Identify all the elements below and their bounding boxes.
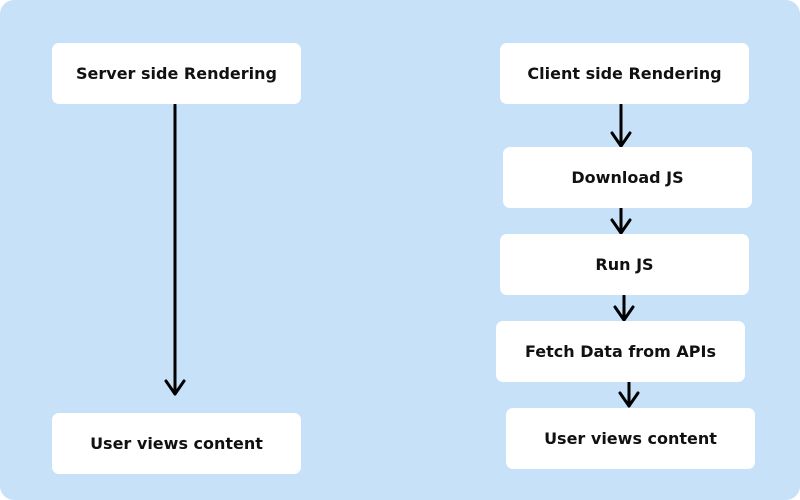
node-client-side-rendering: Client side Rendering xyxy=(500,43,749,104)
node-server-side-rendering: Server side Rendering xyxy=(52,43,301,104)
arrow-csr-to-download-js xyxy=(610,103,632,148)
node-label: User views content xyxy=(90,434,263,453)
node-label: User views content xyxy=(544,429,717,448)
node-label: Client side Rendering xyxy=(527,64,722,83)
arrow-fetch-data-to-user-views xyxy=(618,379,640,408)
node-label: Run JS xyxy=(595,255,654,274)
arrow-run-js-to-fetch-data xyxy=(613,294,635,322)
arrow-ssr-to-user-views xyxy=(164,103,186,396)
node-label: Download JS xyxy=(571,168,684,187)
node-label: Fetch Data from APIs xyxy=(525,342,716,361)
node-ssr-user-views-content: User views content xyxy=(52,413,301,474)
node-csr-user-views-content: User views content xyxy=(506,408,755,469)
node-label: Server side Rendering xyxy=(76,64,277,83)
node-fetch-data-from-apis: Fetch Data from APIs xyxy=(496,321,745,382)
node-run-js: Run JS xyxy=(500,234,749,295)
node-download-js: Download JS xyxy=(503,147,752,208)
